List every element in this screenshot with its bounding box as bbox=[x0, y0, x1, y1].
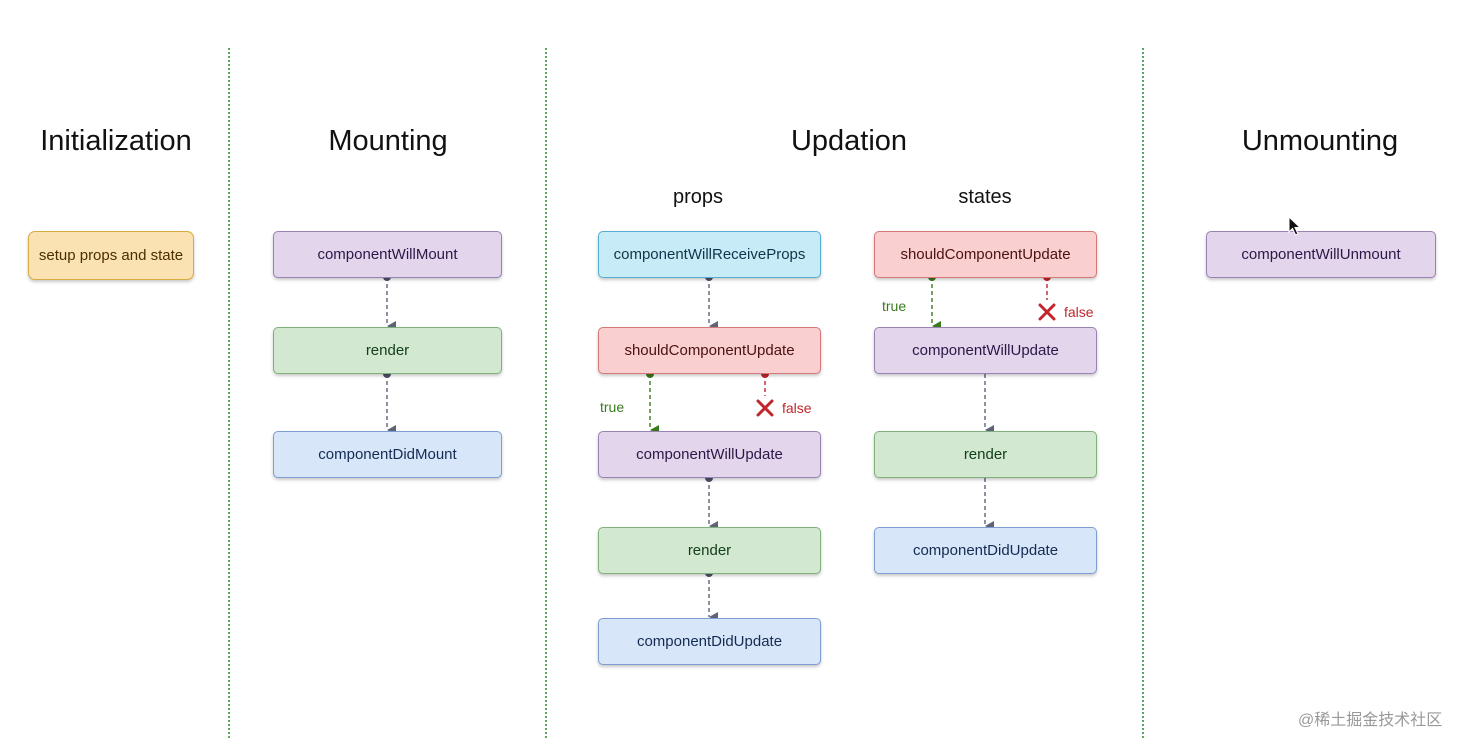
node-label: componentWillUpdate bbox=[636, 446, 783, 463]
edge-render-didmount bbox=[383, 370, 396, 435]
column-title-props: props bbox=[672, 186, 724, 208]
label-props-true: true bbox=[600, 399, 625, 415]
phase-divider bbox=[228, 48, 230, 738]
node-label: componentDidMount bbox=[318, 446, 457, 463]
label-states-true: true bbox=[882, 298, 907, 314]
node-states-should-component-update: shouldComponentUpdate bbox=[874, 231, 1097, 278]
node-render: render bbox=[273, 327, 502, 374]
node-component-did-mount: componentDidMount bbox=[273, 431, 502, 478]
column-title-states: states bbox=[958, 186, 1012, 208]
edge-props-render-didupdate bbox=[705, 569, 718, 622]
node-label: componentWillMount bbox=[317, 246, 458, 263]
phase-title-mounting: Mounting bbox=[328, 125, 448, 157]
phase-title-updation: Updation bbox=[790, 125, 908, 157]
node-label: render bbox=[687, 542, 732, 559]
phase-divider bbox=[545, 48, 547, 738]
node-label: componentWillReceiveProps bbox=[613, 246, 806, 263]
watermark: @稀土掘金技术社区 bbox=[1298, 712, 1443, 729]
node-component-will-receive-props: componentWillReceiveProps bbox=[598, 231, 821, 278]
node-component-will-mount: componentWillMount bbox=[273, 231, 502, 278]
node-props-component-did-update: componentDidUpdate bbox=[598, 618, 821, 665]
node-label: render bbox=[365, 342, 410, 359]
node-states-component-will-update: componentWillUpdate bbox=[874, 327, 1097, 374]
node-states-component-did-update: componentDidUpdate bbox=[874, 527, 1097, 574]
node-label: render bbox=[963, 446, 1008, 463]
edge-props-false bbox=[756, 370, 774, 417]
label-props-false: false bbox=[782, 400, 812, 416]
node-label: shouldComponentUpdate bbox=[900, 246, 1071, 263]
node-props-render: render bbox=[598, 527, 821, 574]
edge-props-true bbox=[646, 370, 659, 435]
phase-divider bbox=[1142, 48, 1144, 738]
node-label: setup props and state bbox=[38, 247, 184, 264]
node-label: componentDidUpdate bbox=[636, 633, 783, 650]
node-label: componentDidUpdate bbox=[912, 542, 1059, 559]
edge-receiveprops-shouldupdate bbox=[705, 273, 718, 331]
node-setup-props-and-state: setup props and state bbox=[28, 231, 194, 280]
label-states-false: false bbox=[1064, 304, 1094, 320]
mouse-cursor-icon bbox=[1288, 216, 1302, 236]
phase-title-unmounting: Unmounting bbox=[1241, 125, 1399, 157]
node-states-render: render bbox=[874, 431, 1097, 478]
node-label: componentWillUnmount bbox=[1241, 246, 1401, 263]
phase-title-initialization: Initialization bbox=[40, 125, 192, 157]
edge-states-true bbox=[928, 273, 941, 331]
node-component-will-unmount: componentWillUnmount bbox=[1206, 231, 1436, 278]
node-label: componentWillUpdate bbox=[912, 342, 1059, 359]
node-props-component-will-update: componentWillUpdate bbox=[598, 431, 821, 478]
edge-props-willupdate-render bbox=[705, 474, 718, 531]
edge-states-false bbox=[1038, 273, 1056, 321]
node-props-should-component-update: shouldComponentUpdate bbox=[598, 327, 821, 374]
node-label: shouldComponentUpdate bbox=[624, 342, 795, 359]
edge-willmount-render bbox=[383, 273, 396, 331]
